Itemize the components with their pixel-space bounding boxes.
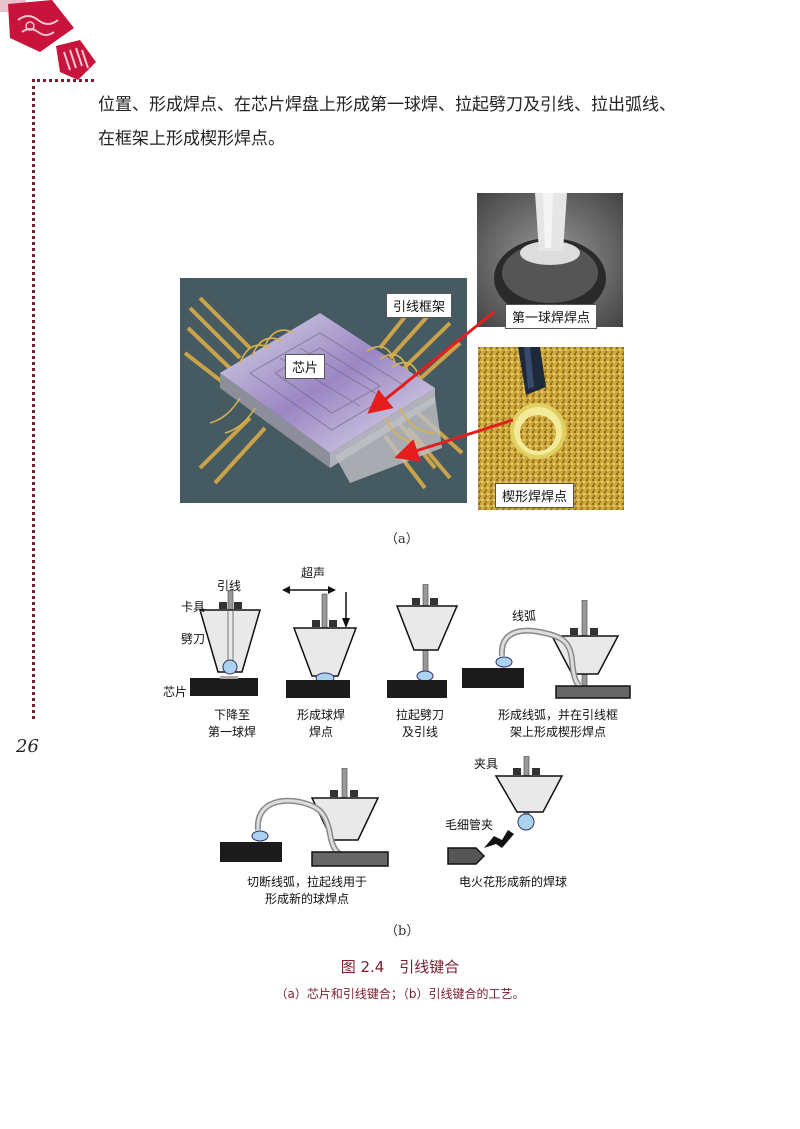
step4-caption: 形成线弧，并在引线框架上形成楔形焊点 [497,708,618,739]
label-capillary: 劈刀 [181,632,206,646]
margin-rule-vertical [32,79,35,719]
body-line-2: 在框架上形成楔形焊点。 [98,129,285,149]
step3-diagram [387,584,459,698]
step5-caption: 切断线弧，拉起线用于形成新的球焊点 [246,875,367,906]
figure-title: 图 2.4 引线键合 [340,958,460,976]
label-first-ball-bond: 第一球焊焊点 [505,304,598,329]
label-wedge-bond: 楔形焊焊点 [495,483,575,508]
step3-caption: 拉起劈刀及引线 [395,708,444,739]
label-lead-frame: 引线框架 [386,293,453,318]
step5-diagram [220,768,389,867]
figure-a-label: （a） [385,532,419,547]
label-capillary-clamp: 毛细管夹 [445,818,494,832]
body-paragraph: 位置、形成焊点、在芯片焊盘上形成第一球焊、拉起劈刀及引线、拉出弧线、 在框架上形… [98,88,748,156]
body-line-1: 位置、形成焊点、在芯片焊盘上形成第一球焊、拉起劈刀及引线、拉出弧线、 [98,95,676,115]
step1-caption: 下降至第一球焊 [207,708,256,739]
wedge-bond-photo [478,347,624,510]
label-chip-diagram: 芯片 [163,685,188,699]
figure-b-label: （b） [385,924,420,939]
step4-diagram [462,600,631,699]
step6-diagram [447,756,564,865]
step2-diagram [282,586,358,698]
label-clamp: 卡具 [181,600,206,614]
page-number: 26 [16,736,39,757]
step6-caption: 电火花形成新的焊球 [458,875,567,889]
ball-bond-photo [477,193,623,327]
label-wire: 引线 [217,579,242,593]
label-ultrasound: 超声 [301,566,326,580]
step2-caption: 形成球焊焊点 [296,708,345,739]
step1-diagram [190,590,261,696]
label-fixture: 夹具 [474,757,499,771]
figure-subtitle: （a）芯片和引线键合；（b）引线键合的工艺。 [275,987,525,1001]
label-wire-arc: 线弧 [512,609,537,623]
corner-decoration [0,0,96,80]
label-chip-photo: 芯片 [285,354,326,379]
margin-rule-horizontal [32,79,94,82]
